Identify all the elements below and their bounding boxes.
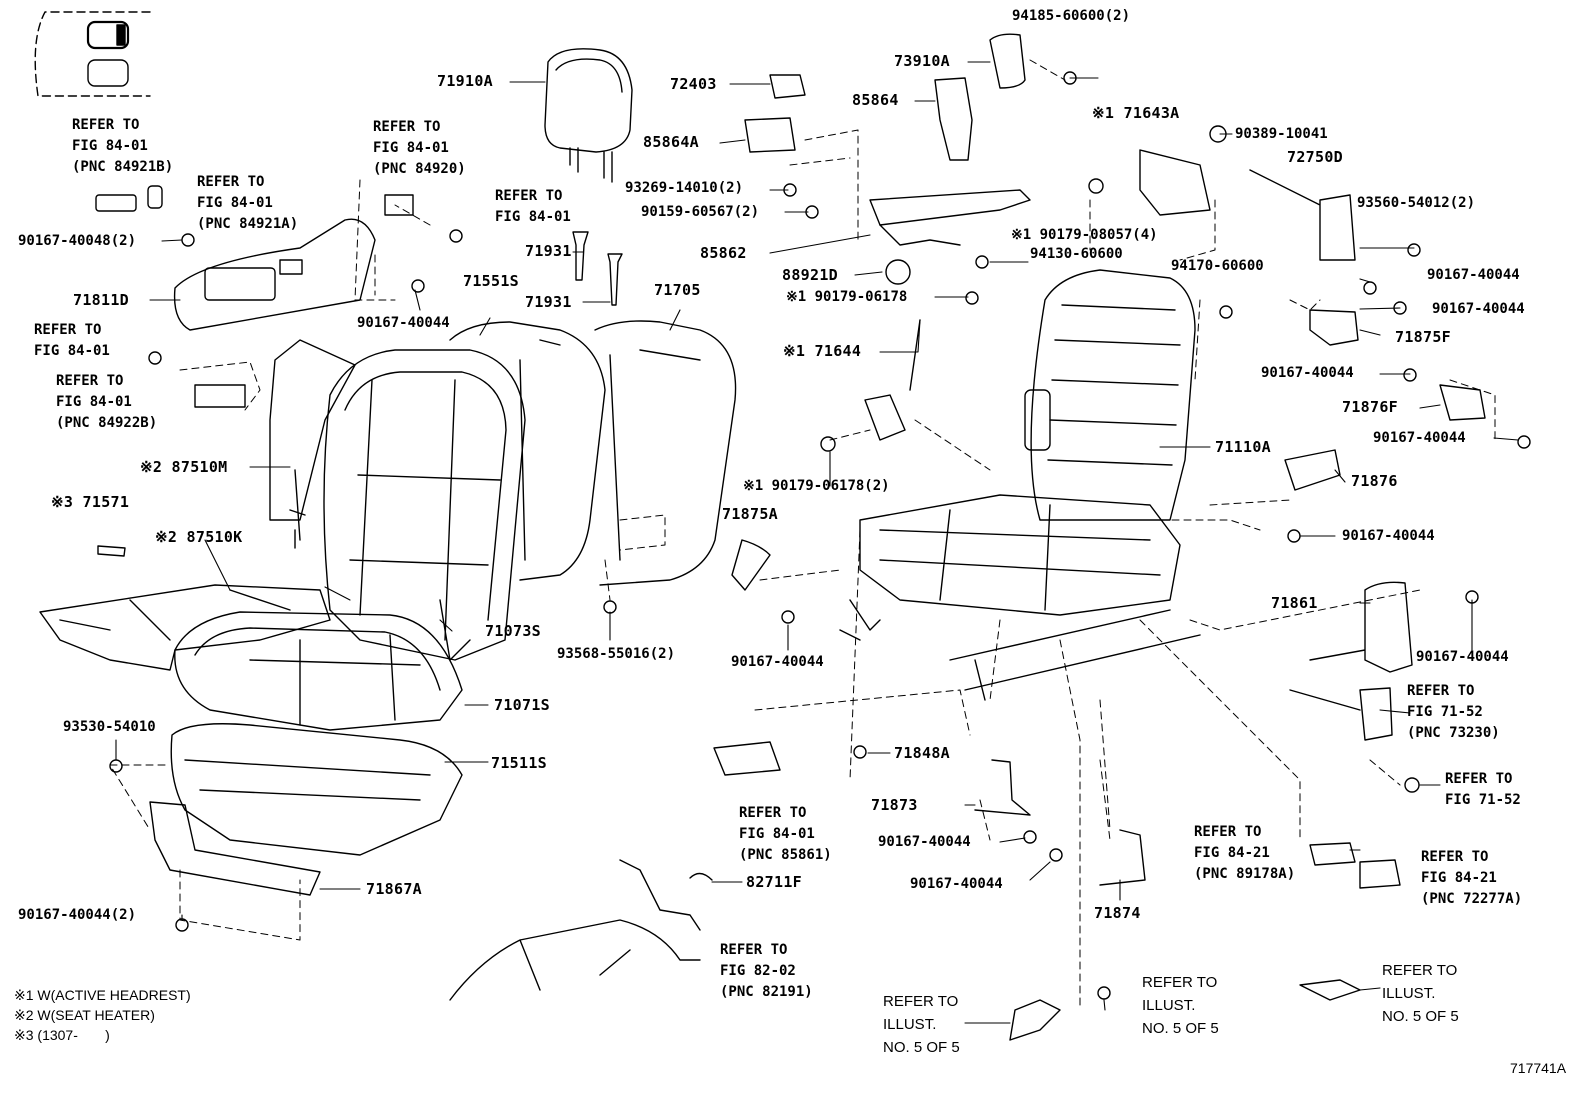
refer-fig-84-21-89178A: REFER TO FIG 84-21 (PNC 89178A) [1194, 824, 1296, 882]
label-93269-14010: 93269-14010(2) [625, 180, 744, 196]
refer-fig-84-01-84922B: REFER TO FIG 84-01 (PNC 84922B) [56, 373, 158, 431]
label-71811D: 71811D [73, 291, 129, 309]
label-90167-40044-m3: 90167-40044 [910, 876, 1003, 892]
label-71873: 71873 [871, 796, 918, 814]
label-94170-60600: 94170-60600 [1171, 258, 1264, 274]
label-71644: ※1 71644 [783, 342, 862, 360]
refer-illust-5-of-5-b: REFER TO ILLUST. NO. 5 OF 5 [1142, 974, 1219, 1037]
label-88921D: 88921D [782, 266, 838, 284]
label-71931-lower: 71931 [525, 293, 572, 311]
label-90167-40044-r3: 90167-40044 [1261, 365, 1354, 381]
footnote-date-range: ※3 (1307- ) [14, 1027, 110, 1043]
label-90167-40044-m2: 90167-40044 [878, 834, 971, 850]
label-71643A: ※1 71643A [1092, 104, 1180, 122]
seat-heater-drawing [39, 339, 356, 671]
label-90167-40044-l3: 90167-40044(2) [18, 907, 137, 923]
label-71875F: 71875F [1395, 328, 1451, 346]
label-73910A: 73910A [894, 52, 950, 70]
label-71073S: 71073S [485, 622, 541, 640]
refer-fig-84-01-84920: REFER TO FIG 84-01 (PNC 84920) [373, 119, 466, 177]
mechanism-drawing [744, 33, 1356, 261]
footnote-seat-heater: ※2 W(SEAT HEATER) [14, 1007, 155, 1023]
label-93560-54012: 93560-54012(2) [1357, 195, 1476, 211]
headrest-drawing [544, 48, 633, 183]
refer-fig-71-52: REFER TO FIG 71-52 [1445, 771, 1521, 808]
label-90167-40044-l2: 90167-40044 [357, 315, 450, 331]
label-82711F: 82711F [746, 873, 802, 891]
label-87510M: ※2 87510M [140, 458, 228, 476]
refer-fig-84-01-b: REFER TO FIG 84-01 [34, 322, 110, 359]
label-90167-40044-r6: 90167-40044 [1416, 649, 1509, 665]
refer-illust-5-of-5-a: REFER TO ILLUST. NO. 5 OF 5 [883, 993, 960, 1056]
label-94185-60600: 94185-60600(2) [1012, 8, 1131, 24]
misc-components-drawing [95, 185, 1486, 1041]
label-90167-40048: 90167-40048(2) [18, 233, 137, 249]
label-90179-06178: ※1 90179-06178 [786, 289, 908, 305]
label-71876: 71876 [1351, 472, 1398, 490]
refer-fig-84-01-84921B: REFER TO FIG 84-01 (PNC 84921B) [72, 117, 174, 175]
label-72403: 72403 [670, 75, 717, 93]
label-71110A: 71110A [1215, 438, 1271, 456]
label-71571: ※3 71571 [51, 493, 130, 511]
label-71551S: 71551S [463, 272, 519, 290]
footnote-active-headrest: ※1 W(ACTIVE HEADREST) [14, 987, 191, 1003]
label-93530-54010: 93530-54010 [63, 719, 156, 735]
label-87510K: ※2 87510K [155, 528, 243, 546]
figure-id: 717741A [1510, 1060, 1567, 1076]
refer-fig-82-02-82191: REFER TO FIG 82-02 (PNC 82191) [720, 942, 813, 1000]
label-85864: 85864 [852, 91, 899, 109]
label-72750D: 72750D [1287, 148, 1343, 166]
refer-fig-84-01-84921A: REFER TO FIG 84-01 (PNC 84921A) [197, 174, 299, 232]
label-90389-10041: 90389-10041 [1235, 126, 1328, 142]
label-71071S: 71071S [494, 696, 550, 714]
label-90167-40044-m1: 90167-40044 [731, 654, 824, 670]
leader-lines [115, 61, 1519, 1024]
label-94130-60600: 94130-60600 [1030, 246, 1123, 262]
label-71931-upper: 71931 [525, 242, 572, 260]
label-71875A: 71875A [722, 505, 778, 523]
label-90167-40044-r2: 90167-40044 [1432, 301, 1525, 317]
label-71867A: 71867A [366, 880, 422, 898]
label-71705: 71705 [654, 281, 701, 299]
refer-illust-5-of-5-c: REFER TO ILLUST. NO. 5 OF 5 [1382, 962, 1459, 1025]
label-90159-60567: 90159-60567(2) [641, 204, 760, 220]
label-71874: 71874 [1094, 904, 1141, 922]
label-90167-40044-r4: 90167-40044 [1373, 430, 1466, 446]
refer-fig-84-01-85861: REFER TO FIG 84-01 (PNC 85861) [739, 805, 832, 863]
label-85862: 85862 [700, 244, 747, 262]
label-71511S: 71511S [491, 754, 547, 772]
label-71861: 71861 [1271, 594, 1318, 612]
seat-frame-drawing [839, 269, 1201, 701]
seat-location-icon [34, 11, 151, 97]
seat-cushion-drawing [149, 611, 463, 896]
refer-fig-84-01-a: REFER TO FIG 84-01 [495, 188, 571, 225]
label-90167-40044-r1: 90167-40044 [1427, 267, 1520, 283]
label-71910A: 71910A [437, 72, 493, 90]
refer-fig-71-52-73230: REFER TO FIG 71-52 (PNC 73230) [1407, 683, 1500, 741]
refer-fig-84-21-72277A: REFER TO FIG 84-21 (PNC 72277A) [1421, 849, 1523, 907]
label-85864A: 85864A [643, 133, 699, 151]
label-90167-40044-r5: 90167-40044 [1342, 528, 1435, 544]
dashed-assembly-lines [109, 59, 1496, 1011]
seatback-cover-drawing [323, 320, 737, 661]
label-71876F: 71876F [1342, 398, 1398, 416]
label-71848A: 71848A [894, 744, 950, 762]
side-shield-drawing [173, 218, 376, 331]
label-90179-08057: ※1 90179-08057(4) [1011, 227, 1158, 243]
label-90179-06178-2: ※1 90179-06178(2) [743, 478, 890, 494]
label-93568-55016: 93568-55016(2) [557, 646, 676, 662]
